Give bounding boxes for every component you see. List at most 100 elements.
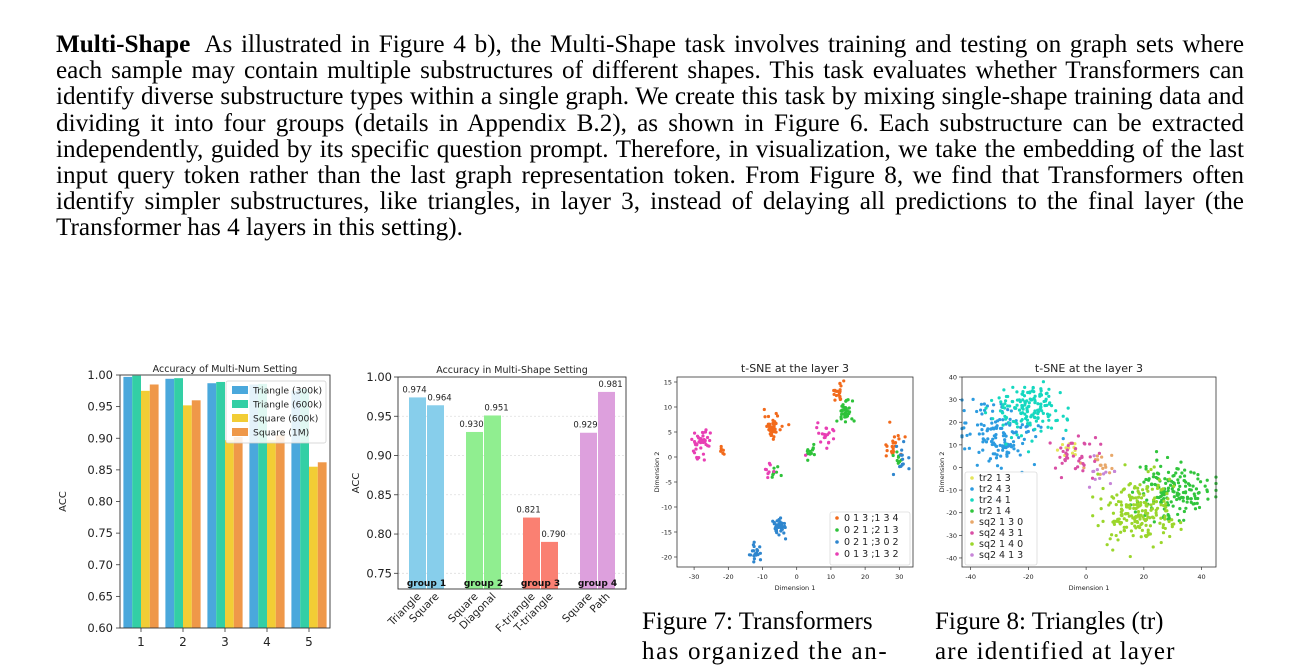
scatter-point (1156, 483, 1160, 487)
scatter-point (1065, 456, 1069, 460)
scatter-point (1189, 497, 1193, 501)
scatter-point (884, 443, 888, 447)
scatter-point (885, 449, 889, 453)
paragraph-line: the final layer (the Transformer has 4 l… (56, 188, 1244, 242)
scatter-point (1136, 486, 1140, 490)
scatter-point (891, 441, 895, 445)
scatter-point (975, 463, 979, 467)
scatter-point (846, 398, 850, 402)
scatter-point (1196, 477, 1200, 481)
scatter-point (1023, 412, 1027, 416)
scatter-point (852, 419, 856, 423)
scatter-point (768, 426, 772, 431)
scatter-point (1149, 508, 1153, 512)
scatter-point (1014, 430, 1018, 434)
chart-title: Accuracy in Multi-Shape Setting (436, 365, 588, 376)
x-axis-label: Dimension 1 (775, 584, 816, 592)
scatter-point (1167, 514, 1171, 518)
scatter-point (1064, 428, 1068, 432)
scatter-point (752, 557, 757, 561)
y-tick-label: 0.90 (366, 449, 392, 463)
y-tick-label: 0.80 (366, 527, 392, 541)
y-tick-label: 0 (953, 464, 957, 472)
scatter-point (1159, 503, 1163, 507)
legend-label: tr2 4 1 (979, 495, 1011, 506)
scatter-point (1144, 534, 1148, 538)
scatter-point (1185, 495, 1190, 499)
scatter-point (1038, 394, 1042, 398)
scatter-point (1087, 485, 1092, 489)
scatter-point (1008, 417, 1012, 421)
scatter-point (1162, 491, 1166, 495)
scatter-point (896, 434, 900, 438)
scatter-point (835, 389, 840, 393)
scatter-point (1146, 470, 1150, 474)
scatter-point (1027, 401, 1031, 405)
legend-marker (970, 498, 974, 502)
scatter-point (1021, 398, 1025, 402)
paragraph-line: We create this task by mixing single-sha… (56, 83, 1245, 137)
scatter-point (1048, 413, 1052, 417)
scatter-point (1140, 509, 1145, 513)
scatter-point (1155, 506, 1160, 510)
scatter-point (1048, 441, 1052, 445)
y-tick-label: -30 (946, 532, 957, 540)
scatter-point (1165, 509, 1169, 513)
y-tick-label: 20 (949, 419, 957, 427)
scatter-point (1129, 529, 1134, 533)
legend-swatch (232, 386, 248, 394)
scatter-point (1082, 441, 1086, 445)
paragraph-line: on graph sets where each sample may cont… (56, 31, 1245, 85)
scatter-point (1134, 503, 1139, 507)
scatter-point (1066, 406, 1070, 410)
bar (466, 431, 483, 589)
multi-num-bar-svg: Accuracy of Multi-Num Setting0.600.650.7… (58, 364, 331, 649)
scatter-point (1001, 405, 1005, 410)
scatter-point (772, 424, 776, 428)
scatter-point (1172, 522, 1176, 526)
bar (541, 541, 558, 589)
scatter-point (982, 438, 986, 442)
figure8-caption-line2: are identified at layer (935, 638, 1176, 665)
legend-label: 0 2 1 ;2 1 3 (844, 525, 899, 536)
scatter-point (1096, 524, 1100, 528)
scatter-point (1099, 442, 1103, 446)
scatter-point (1158, 495, 1163, 499)
scatter-point (1193, 507, 1198, 511)
scatter-point (815, 426, 819, 430)
scatter-point (994, 444, 998, 448)
scatter-point (979, 422, 983, 426)
scatter-point (1045, 391, 1049, 395)
scatter-point (1001, 444, 1005, 448)
bar (258, 383, 267, 628)
scatter-point (1123, 463, 1127, 467)
paragraph-line: by its specific question prompt. Therefo… (56, 135, 1244, 190)
y-tick-label: 0.75 (87, 526, 113, 540)
scatter-point (833, 398, 837, 402)
scatter-point (1036, 416, 1040, 420)
scatter-point (844, 412, 848, 416)
scatter-point (1039, 389, 1043, 393)
bar (427, 405, 444, 589)
scatter-point (897, 437, 901, 441)
scatter-point (1174, 471, 1178, 475)
legend-label: tr2 1 4 (979, 506, 1011, 517)
scatter-point (1150, 487, 1154, 491)
y-tick-label: 0.80 (87, 495, 113, 509)
scatter-point (1184, 480, 1188, 484)
scatter-point (838, 388, 842, 392)
scatter-point (1099, 507, 1103, 511)
scatter-point (769, 431, 773, 435)
scatter-point (999, 454, 1003, 458)
scatter-point (1023, 403, 1027, 407)
scatter-point (1060, 461, 1064, 465)
scatter-point (766, 475, 770, 480)
scatter-point (1004, 434, 1008, 438)
scatter-point (751, 549, 756, 553)
scatter-point (1015, 403, 1019, 407)
group-label: group 2 (464, 579, 503, 589)
scatter-point (996, 448, 1000, 452)
y-tick-label: 1.00 (87, 368, 113, 382)
scatter-point (1197, 491, 1201, 495)
